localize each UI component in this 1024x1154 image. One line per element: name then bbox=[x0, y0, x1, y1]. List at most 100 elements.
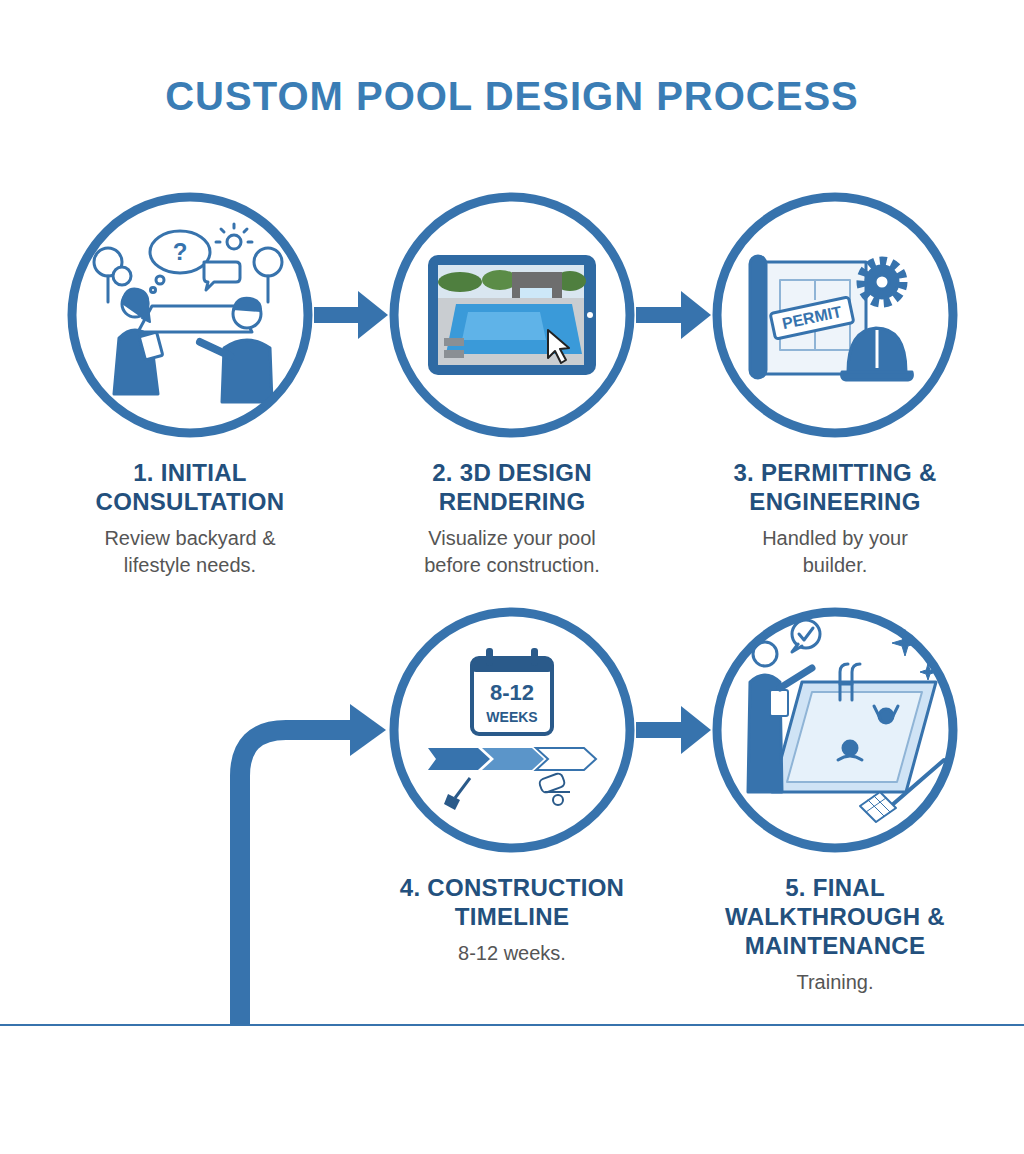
step-description: Visualize your pool before construction. bbox=[412, 525, 612, 579]
ring-outline bbox=[717, 612, 953, 848]
walkthrough-icon bbox=[860, 792, 896, 822]
step-heading: 1. INITIAL CONSULTATION bbox=[60, 458, 320, 516]
walkthrough-icon bbox=[840, 664, 860, 700]
step-heading: 2. 3D DESIGN RENDERING bbox=[382, 458, 642, 516]
step-description: 8-12 weeks. bbox=[412, 940, 612, 967]
walkthrough-icon bbox=[843, 741, 857, 755]
walkthrough-icon bbox=[866, 796, 890, 816]
step-circle: 1. INITIAL CONSULTATIONReview backyard &… bbox=[66, 191, 314, 439]
feeder-arrow bbox=[350, 704, 386, 756]
step-text: 5. FINAL WALKTHROUGH & MAINTENANCETraini… bbox=[685, 873, 985, 996]
tablet-rendering-icon bbox=[548, 330, 569, 363]
feeder-arrow bbox=[240, 730, 352, 1025]
consultation-icon bbox=[200, 342, 230, 356]
permit-engineering-icon bbox=[780, 280, 850, 350]
consultation-icon bbox=[94, 224, 282, 402]
step-text: 1. INITIAL CONSULTATION Review backyard &… bbox=[40, 458, 340, 579]
diagram-title: CUSTOM POOL DESIGN PROCESS bbox=[0, 70, 1024, 122]
consultation-icon bbox=[150, 231, 210, 273]
walkthrough-icon bbox=[874, 706, 898, 718]
consultation-icon bbox=[221, 229, 224, 232]
walkthrough-icon bbox=[792, 620, 820, 648]
permit-engineering-icon bbox=[750, 256, 766, 378]
ring-outline bbox=[388, 191, 636, 439]
timeline-icon bbox=[455, 778, 470, 798]
consultation-icon bbox=[139, 332, 163, 360]
walkthrough-icon bbox=[799, 628, 813, 640]
ring-outline bbox=[394, 612, 630, 848]
tablet-rendering-icon bbox=[438, 298, 584, 365]
tablet-rendering-icon bbox=[428, 255, 596, 375]
tablet-rendering-icon bbox=[428, 255, 596, 375]
timeline-icon bbox=[486, 648, 493, 666]
permit-engineering-icon bbox=[876, 330, 879, 368]
step-heading: 4. CONSTRUCTION TIMELINE bbox=[382, 873, 642, 931]
timeline-icon bbox=[428, 748, 490, 770]
walkthrough-icon bbox=[792, 644, 802, 652]
step-heading: 3. PERMITTING & ENGINEERING bbox=[705, 458, 965, 516]
step-circle: 2. 3D DESIGN RENDERINGVisualize your poo… bbox=[388, 191, 636, 439]
walkthrough-icon bbox=[840, 683, 852, 686]
walkthrough-icon bbox=[748, 620, 944, 822]
timeline-icon bbox=[428, 648, 596, 810]
step-heading: 5. FINAL WALKTHROUGH & MAINTENANCE bbox=[723, 873, 948, 960]
timeline-icon bbox=[472, 658, 552, 672]
permit-engineering-icon bbox=[866, 266, 898, 298]
permit-engineering-icon bbox=[875, 275, 889, 289]
walkthrough-icon bbox=[787, 692, 922, 782]
arrow-shaft bbox=[636, 307, 683, 323]
consultation-icon bbox=[254, 248, 282, 276]
consultation-icon bbox=[222, 340, 272, 402]
permit-engineering-icon bbox=[848, 328, 906, 372]
tablet-rendering-icon bbox=[462, 312, 546, 340]
tablet-rendering-icon bbox=[587, 312, 593, 318]
arrow-shaft bbox=[636, 722, 683, 738]
consultation-icon bbox=[151, 288, 156, 293]
timeline-icon bbox=[444, 794, 460, 810]
icon-label: ? bbox=[173, 240, 188, 264]
consultation-icon bbox=[107, 276, 110, 302]
timeline-icon bbox=[536, 748, 596, 770]
walkthrough-icon bbox=[838, 756, 862, 760]
consultation-icon bbox=[204, 262, 240, 290]
timeline-icon bbox=[531, 648, 538, 666]
consultation-icon bbox=[122, 289, 150, 322]
arrow-head bbox=[358, 291, 388, 339]
consultation-icon bbox=[216, 241, 220, 244]
flow-arrow bbox=[636, 291, 711, 339]
ring-outline bbox=[72, 197, 308, 433]
timeline-icon bbox=[538, 772, 565, 793]
flow-arrow bbox=[636, 706, 711, 754]
tablet-rendering-icon bbox=[444, 338, 464, 346]
icon-label: WEEKS bbox=[486, 710, 537, 724]
consultation-icon bbox=[156, 276, 164, 284]
walkthrough-icon bbox=[780, 668, 812, 688]
consultation-icon bbox=[244, 229, 247, 232]
arrow-shaft bbox=[314, 307, 360, 323]
icon-label: 8-12 bbox=[490, 682, 534, 704]
consultation-icon bbox=[233, 224, 236, 228]
timeline-icon bbox=[553, 795, 563, 805]
step-circle: 4. CONSTRUCTION TIMELINE8-12 weeks. bbox=[388, 606, 636, 854]
step-circle: 5. FINAL WALKTHROUGH & MAINTENANCETraini… bbox=[711, 606, 959, 854]
walkthrough-icon bbox=[772, 682, 936, 792]
step-text: 4. CONSTRUCTION TIMELINE 8-12 weeks. bbox=[362, 873, 662, 967]
timeline-icon bbox=[482, 748, 544, 770]
permit-engineering-icon bbox=[842, 372, 913, 380]
ring-outline bbox=[66, 191, 314, 439]
arrow-head bbox=[681, 291, 711, 339]
consultation-icon bbox=[248, 241, 252, 244]
ring-outline bbox=[711, 606, 959, 854]
step-description: Review backyard & lifestyle needs. bbox=[90, 525, 290, 579]
ring-outline bbox=[394, 197, 630, 433]
step-description: Handled by your builder. bbox=[735, 525, 935, 579]
permit-engineering-icon bbox=[861, 261, 903, 303]
timeline-icon bbox=[545, 791, 570, 793]
ring-outline bbox=[717, 197, 953, 433]
feeder-arrow bbox=[0, 1024, 1024, 1026]
step-text: 3. PERMITTING & ENGINEERING Handled by yo… bbox=[685, 458, 985, 579]
walkthrough-icon bbox=[770, 690, 788, 716]
consultation-icon bbox=[227, 235, 241, 249]
